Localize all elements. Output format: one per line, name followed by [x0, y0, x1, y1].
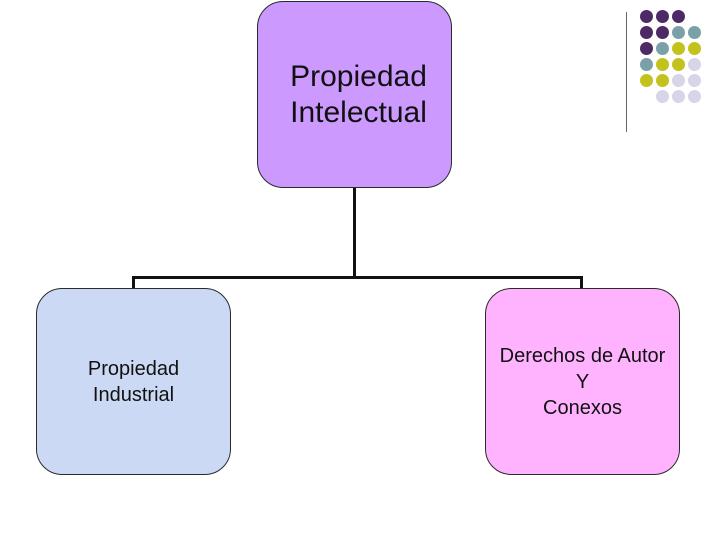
decorative-dot: [688, 58, 701, 71]
decorative-dot: [656, 10, 669, 23]
decorative-dot: [656, 90, 669, 103]
node-label-left: Propiedad Industrial: [87, 357, 180, 406]
node-propiedad-industrial: Propiedad Industrial: [36, 288, 231, 475]
decorative-dot: [640, 58, 653, 71]
decorative-dot: [688, 26, 701, 39]
decorative-divider-line: [626, 12, 627, 132]
decorative-dot: [672, 58, 685, 71]
decorative-dot: [672, 42, 685, 55]
decorative-dot: [640, 10, 653, 23]
decorative-dot: [640, 42, 653, 55]
connector-root-stem: [353, 188, 356, 278]
connector-horizontal-bar: [132, 276, 583, 279]
decorative-dot: [640, 26, 653, 39]
connector-left-drop: [132, 276, 135, 289]
decorative-dot: [688, 74, 701, 87]
decorative-dot: [672, 10, 685, 23]
decorative-dot: [656, 42, 669, 55]
decorative-dot: [688, 90, 701, 103]
decorative-dot: [656, 26, 669, 39]
node-propiedad-intelectual: Propiedad Intelectual: [257, 1, 452, 188]
decorative-dot-grid: [620, 10, 720, 140]
node-derechos-de-autor: Derechos de Autor Y Conexos: [485, 288, 680, 475]
decorative-dot: [640, 74, 653, 87]
node-label-right: Derechos de Autor Y Conexos: [499, 344, 666, 419]
decorative-dot: [656, 58, 669, 71]
node-label-root: Propiedad Intelectual: [290, 59, 427, 129]
decorative-dot: [672, 90, 685, 103]
decorative-dot: [672, 26, 685, 39]
decorative-dot: [672, 74, 685, 87]
connector-right-drop: [580, 276, 583, 289]
decorative-dot: [656, 74, 669, 87]
decorative-dot: [688, 42, 701, 55]
